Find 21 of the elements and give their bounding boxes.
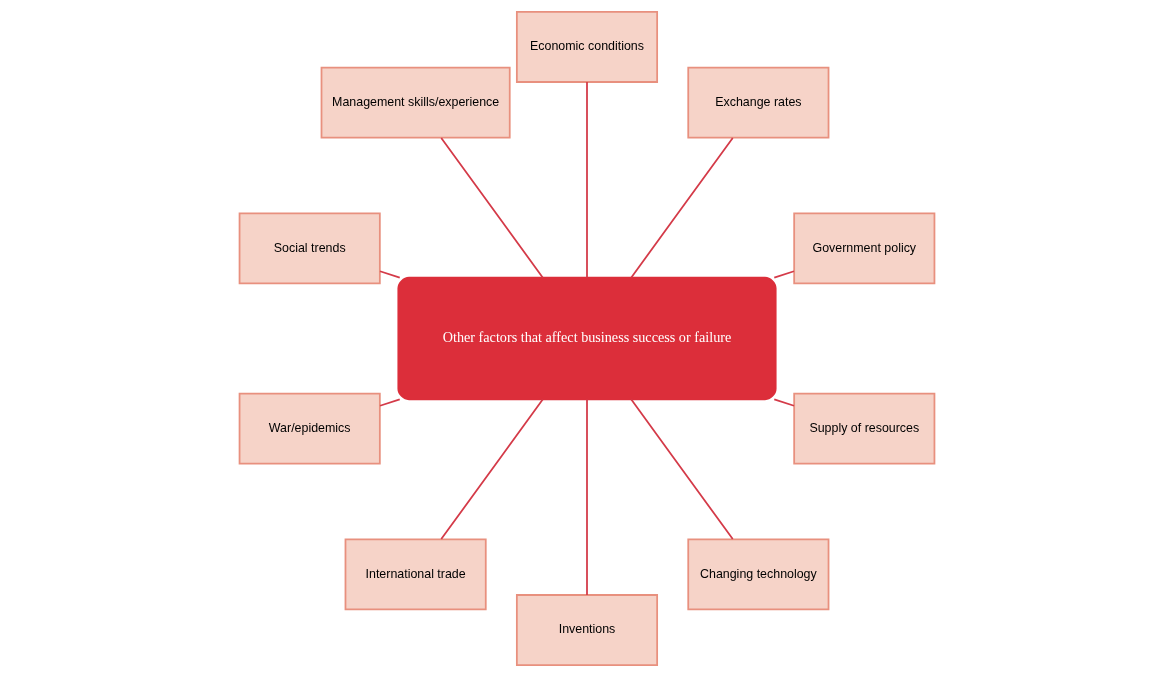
node-box: Other factors that affect business success or failure [396,276,777,401]
connector [629,137,734,279]
connector [378,270,401,279]
node-box: Changing technology [686,538,829,611]
connector [772,398,795,407]
node-box: Social trends [238,212,381,285]
connector [378,398,401,407]
node-box: Economic conditions [515,10,658,83]
node-box: War/epidemics [238,392,381,465]
node-box: International trade [344,538,487,611]
node-box: Government policy [792,212,935,285]
connector [585,81,588,279]
connector [629,398,734,540]
node-box: Inventions [515,594,658,667]
node-box: Management skills/experience [320,66,511,139]
connector [772,270,795,279]
connector [439,137,544,279]
node-box: Exchange rates [686,66,829,139]
connector [439,398,544,540]
connector [585,398,588,596]
node-box: Supply of resources [792,392,935,465]
